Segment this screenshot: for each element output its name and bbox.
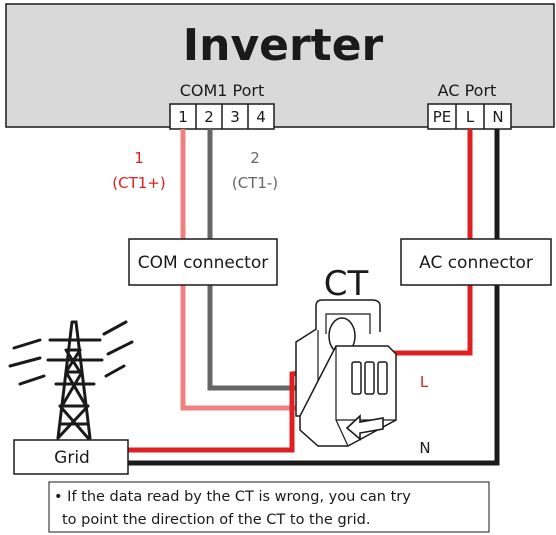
ct-plus-wire	[180, 129, 300, 411]
note-box	[48, 481, 490, 533]
neutral-label: N	[419, 439, 430, 457]
ct-clamp	[295, 299, 397, 447]
grid-label: Grid	[54, 448, 90, 468]
com-port-pins: 1 2 3 4	[169, 103, 275, 130]
note-line-1: • If the data read by the CT is wrong, y…	[54, 489, 411, 505]
ac-pin-pe: PE	[433, 108, 452, 126]
com-connector-label: COM connector	[138, 253, 268, 273]
note-line-2: to point the direction of the CT to the …	[62, 512, 370, 528]
grid-box	[13, 439, 129, 475]
ct-minus-wire	[207, 129, 300, 391]
ct-direction-arrow-icon	[345, 414, 384, 441]
ct-minus-number: 2	[250, 149, 260, 167]
com-pin-1: 1	[178, 108, 188, 126]
line-wire-inverter	[385, 129, 473, 356]
ac-connector-box	[400, 238, 552, 286]
com-pin-4: 4	[256, 108, 266, 126]
ac-pin-n: N	[492, 108, 503, 126]
ac-port-label: AC Port	[438, 81, 497, 100]
inverter-title: Inverter	[183, 20, 384, 71]
com-pin-2: 2	[204, 108, 214, 126]
ct-plus-number: 1	[134, 149, 144, 167]
ac-pin-l: L	[466, 108, 475, 126]
com-connector-box	[128, 238, 278, 286]
power-tower-icon	[8, 320, 134, 440]
ct-plus-label: (CT1+)	[112, 174, 165, 192]
ac-port-pins: PE L N	[427, 103, 512, 130]
ac-connector-label: AC connector	[419, 253, 533, 273]
ct-label: CT	[324, 264, 369, 304]
com-pin-3: 3	[230, 108, 240, 126]
ct-minus-label: (CT1-)	[232, 174, 278, 192]
com-port-label: COM1 Port	[180, 81, 265, 100]
line-label: L	[420, 373, 429, 391]
